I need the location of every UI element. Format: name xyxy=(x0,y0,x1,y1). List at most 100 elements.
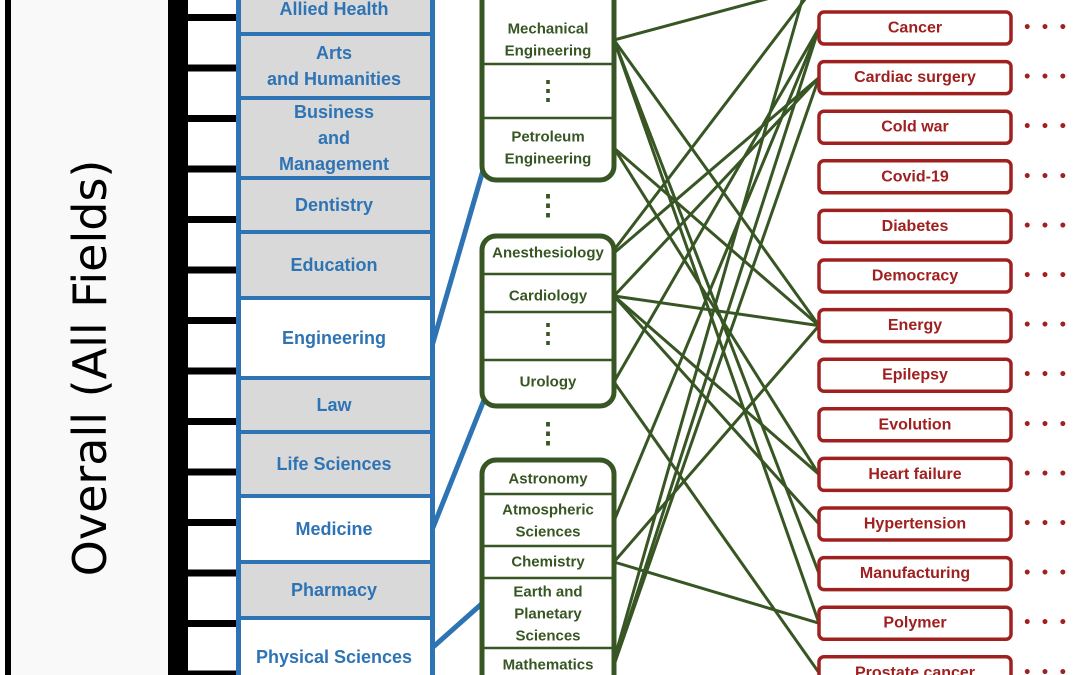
topic-polymer[interactable]: Polymer• • • xyxy=(817,605,1069,641)
subject-area-label: Allied Health xyxy=(279,0,388,19)
subfield-topic-connector xyxy=(612,77,821,666)
subject-area-education[interactable]: Education xyxy=(237,230,434,300)
subject-area-label: Pharmacy xyxy=(291,580,377,600)
subfield-ellipsis: ⋮ xyxy=(535,318,561,348)
topic-column: Cancer• • •Cardiac surgery• • •Cold war•… xyxy=(817,10,1070,675)
topic-label: Cardiac surgery xyxy=(854,69,976,86)
topic-box xyxy=(817,407,1013,443)
ladder-rung xyxy=(176,670,242,675)
topic-democracy[interactable]: Democracy• • • xyxy=(817,258,1069,294)
topic-covid-19[interactable]: Covid-19• • • xyxy=(817,159,1069,195)
topic-more-ellipsis: • • • xyxy=(1023,20,1070,36)
subject-area-label: Education xyxy=(290,255,377,275)
subject-area-label: Dentistry xyxy=(295,195,373,215)
topic-label: Hypertension xyxy=(864,516,966,533)
ladder-rung xyxy=(176,620,242,627)
subject-subfield-connector xyxy=(430,598,488,650)
subject-area-dentistry[interactable]: Dentistry xyxy=(237,176,434,234)
topic-diabetes[interactable]: Diabetes• • • xyxy=(817,208,1070,245)
topic-box xyxy=(817,159,1013,195)
ladder-rung xyxy=(176,367,242,375)
subject-area-engineering[interactable]: Engineering xyxy=(237,296,434,380)
topic-label: Covid-19 xyxy=(881,168,949,185)
topic-label: Heart failure xyxy=(868,466,961,483)
topic-evolution[interactable]: Evolution• • • xyxy=(817,407,1069,443)
subfield-ellipsis: ⋮ xyxy=(535,75,561,105)
topic-heart-failure[interactable]: Heart failure • • • xyxy=(817,456,1070,493)
topic-prostate-cancer[interactable]: Prostate cancer• • • xyxy=(817,655,1070,675)
subject-area-law[interactable]: Law xyxy=(237,376,434,434)
subfield-item-anesthesiology[interactable]: Anesthesiology xyxy=(492,245,604,262)
ladder-rung xyxy=(176,468,242,476)
subject-area-cell xyxy=(237,616,434,675)
subject-area-cell xyxy=(237,296,434,380)
ladder-rung xyxy=(176,115,242,122)
subfield-topic-connector xyxy=(612,324,821,563)
subfield-item-mathematics[interactable]: Mathematics xyxy=(503,657,594,674)
topic-label: Manufacturing xyxy=(860,565,970,582)
subfield-topic-connector xyxy=(613,146,820,327)
topic-box xyxy=(817,605,1013,641)
topic-cardiac-surgery[interactable]: Cardiac surgery• • • xyxy=(817,59,1069,96)
subfield-item-astronomy[interactable]: Astronomy xyxy=(508,471,588,488)
subject-area-allied-health[interactable]: Allied Health xyxy=(237,0,434,36)
subject-area-physical-sciences[interactable]: Physical Sciences xyxy=(237,616,434,675)
topic-box xyxy=(817,456,1013,493)
ladder-rung xyxy=(176,165,242,173)
subfield-item-chemistry[interactable]: Chemistry xyxy=(511,554,585,571)
subfield-topic-connector xyxy=(613,0,769,42)
topic-label: Cancer xyxy=(888,20,942,37)
subfield-item-urology[interactable]: Urology xyxy=(520,374,577,391)
overall-ladder-rungs xyxy=(176,14,242,675)
subfield-topic-connector xyxy=(612,27,821,383)
subfield-group-frame xyxy=(479,457,617,675)
subfield-topic-connector xyxy=(612,0,804,661)
subject-area-label: Law xyxy=(316,395,352,415)
topic-more-ellipsis: • • • xyxy=(1023,367,1070,383)
topic-manufacturing[interactable]: Manufacturing• • • xyxy=(817,555,1069,592)
subfield-topic-connector xyxy=(612,27,821,666)
subject-area-pharmacy[interactable]: Pharmacy xyxy=(237,560,434,620)
subfield-topic-connector xyxy=(612,39,821,624)
subfield-item-cardiology[interactable]: Cardiology xyxy=(509,288,588,305)
overall-panel: Overall (All Fields) xyxy=(5,0,242,675)
topic-more-ellipsis: • • • xyxy=(1023,466,1070,482)
topic-label: Democracy xyxy=(872,268,958,285)
topic-energy[interactable]: Energy• • • xyxy=(817,307,1069,344)
topic-label: Cold war xyxy=(881,119,949,136)
subject-subfield-connector xyxy=(429,394,489,531)
subject-area-label: Medicine xyxy=(295,519,372,539)
subfield-between-groups-ellipsis: ⋮ xyxy=(534,418,562,449)
subject-subfield-connector xyxy=(429,159,489,347)
ladder-rung xyxy=(176,569,242,577)
subfield-group-frame xyxy=(479,233,617,409)
subfield-topic-connector xyxy=(612,294,821,526)
topic-more-ellipsis: • • • xyxy=(1023,218,1070,234)
subject-to-subfield-connectors xyxy=(429,159,489,650)
ladder-rung xyxy=(176,14,242,21)
topic-box xyxy=(817,59,1013,96)
subfield-topic-connector xyxy=(613,294,820,328)
subject-area-label: Engineering xyxy=(282,328,386,348)
topic-label: Evolution xyxy=(879,416,952,433)
topic-hypertension[interactable]: Hypertension• • • xyxy=(817,506,1069,542)
topic-cold-war[interactable]: Cold war• • • xyxy=(817,109,1069,145)
topic-cancer[interactable]: Cancer • • • xyxy=(817,10,1070,46)
topic-more-ellipsis: • • • xyxy=(1023,665,1070,675)
subject-area-life-sciences[interactable]: Life Sciences xyxy=(237,430,434,498)
subfield-topic-connector xyxy=(612,381,821,674)
topic-epilepsy[interactable]: Epilepsy• • • xyxy=(817,357,1070,393)
subject-area-medicine[interactable]: Medicine xyxy=(237,494,434,564)
